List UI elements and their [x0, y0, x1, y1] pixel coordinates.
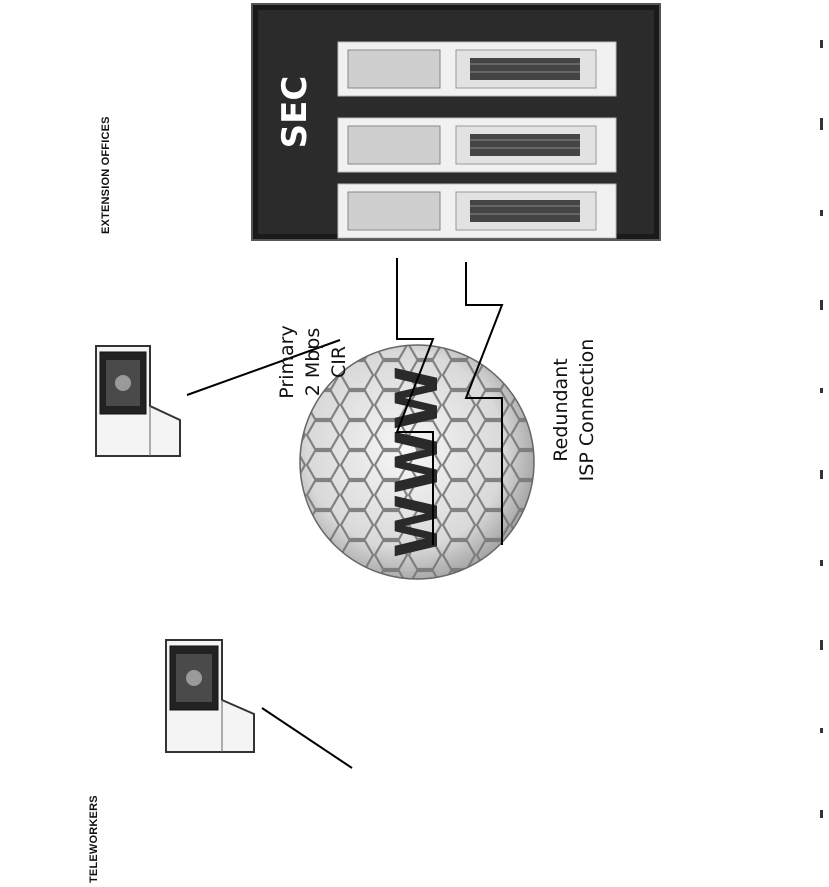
- server-rack-label: SEC: [275, 76, 315, 149]
- server-blade-3: [337, 183, 617, 239]
- server-blade-2: [337, 117, 617, 173]
- extension-offices-label: EXTENSION OFFICES: [100, 116, 112, 234]
- extension-office-laptop-icon: [95, 345, 181, 457]
- teleworkers-label: TELEWORKERS: [88, 795, 100, 883]
- redundant-link-label: Redundant ISP Connection: [548, 339, 600, 482]
- primary-link-line: [395, 258, 435, 545]
- teleworker-laptop-icon: [165, 639, 255, 753]
- scan-edge-marks: [820, 40, 823, 818]
- primary-link-label-line-3: CIR: [328, 345, 350, 379]
- datacenter-server-rack-icon: SEC: [251, 3, 661, 241]
- redundant-link-label-line-1: Redundant: [550, 358, 572, 462]
- server-blade-1: [337, 41, 617, 97]
- globe-www-text: WWW: [383, 366, 451, 558]
- internet-globe-icon: WWW: [299, 344, 535, 580]
- primary-link-label: Primary 2 Mbps CIR: [274, 325, 352, 398]
- extension-office-link: [186, 339, 341, 396]
- primary-link-label-line-2: 2 Mbps: [302, 327, 324, 397]
- teleworker-link: [261, 707, 353, 769]
- redundant-link-label-line-2: ISP Connection: [576, 338, 598, 482]
- redundant-link-line: [464, 262, 504, 545]
- primary-link-label-line-1: Primary: [276, 325, 298, 399]
